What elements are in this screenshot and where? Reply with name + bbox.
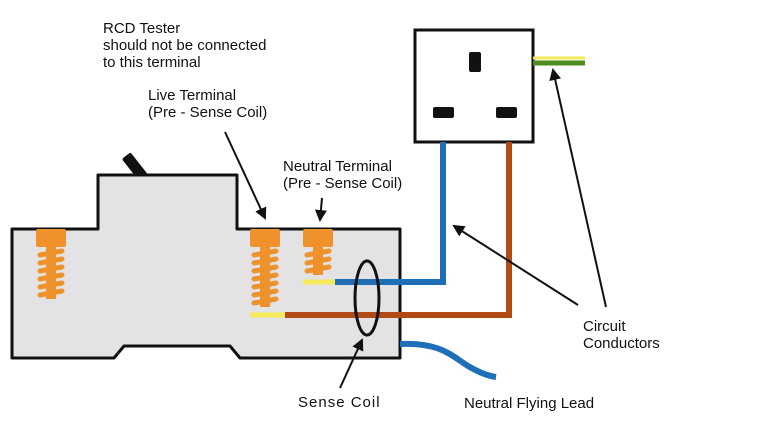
neutral-flying-lead	[399, 340, 497, 380]
live-terminal-pointer-arrow	[224, 131, 267, 220]
rcd-note-line-3: to this terminal	[103, 54, 201, 71]
socket-live-pin-hole	[496, 107, 517, 118]
screw-thread-turn	[251, 256, 279, 266]
conductors-pointer-arrow-earth	[549, 68, 607, 308]
live-terminal-line-2: (Pre - Sense Coil)	[148, 104, 268, 121]
circuit-conductors-line-1: Circuit	[583, 318, 626, 335]
live-terminal-line-1: Live Terminal	[148, 87, 237, 104]
screw-thread-turn	[251, 264, 279, 274]
socket-neutral-pin-hole	[433, 107, 454, 118]
screw-thread-turn	[251, 296, 279, 306]
screw-thread-turn	[251, 288, 279, 298]
circuit-conductors-label: Circuit Conductors	[583, 318, 660, 352]
neutral-flying-lead-text: Neutral Flying Lead	[464, 395, 595, 412]
screw-thread-turn	[251, 280, 279, 290]
screw-thread-turn	[37, 264, 65, 274]
screw-thread-turn	[304, 264, 332, 274]
rcd-tester-warning-label: RCD Tester should not be connected to th…	[103, 20, 266, 71]
screw-shaft	[46, 247, 56, 299]
sense-coil	[353, 259, 381, 337]
circuit-conductors-line-2: Conductors	[583, 335, 660, 352]
rcd-body	[10, 173, 402, 360]
screw-thread-turn	[251, 272, 279, 282]
screw-thread-turn	[37, 288, 65, 298]
terminal-screw-neutral	[303, 229, 333, 275]
sense-coil-label: Sense Coil	[298, 394, 381, 411]
terminal-screw-live	[250, 229, 280, 307]
screw-thread-turn	[304, 248, 332, 258]
screw-thread-turn	[37, 272, 65, 282]
conductors-pointer-arrow-neutral	[452, 224, 579, 306]
sense-coil-pointer-arrow	[339, 338, 364, 389]
terminal-screw-left	[36, 229, 66, 299]
live-terminal-label: Live Terminal (Pre - Sense Coil)	[148, 87, 267, 121]
socket-earth-pin-hole	[469, 52, 481, 72]
live-circuit-conductor	[285, 142, 512, 318]
neutral-terminal-line-2: (Pre - Sense Coil)	[283, 175, 403, 192]
neutral-terminal-pointer-arrow	[314, 197, 327, 222]
neutral-circuit-conductor	[335, 142, 446, 285]
sense-coil-text: Sense Coil	[298, 394, 381, 411]
screw-thread-turn	[304, 256, 332, 266]
rcd-note-line-1: RCD Tester	[103, 20, 181, 37]
socket-outlet	[413, 28, 535, 144]
screw-thread-turn	[251, 248, 279, 258]
rcd-note-line-2: should not be connected	[103, 37, 267, 54]
screw-thread-turn	[37, 248, 65, 258]
neutral-flying-lead-label: Neutral Flying Lead	[464, 395, 594, 412]
screw-thread-turn	[37, 280, 65, 290]
neutral-terminal-label: Neutral Terminal (Pre - Sense Coil)	[283, 158, 402, 192]
neutral-terminal-line-1: Neutral Terminal	[283, 158, 392, 175]
screw-thread-turn	[37, 256, 65, 266]
